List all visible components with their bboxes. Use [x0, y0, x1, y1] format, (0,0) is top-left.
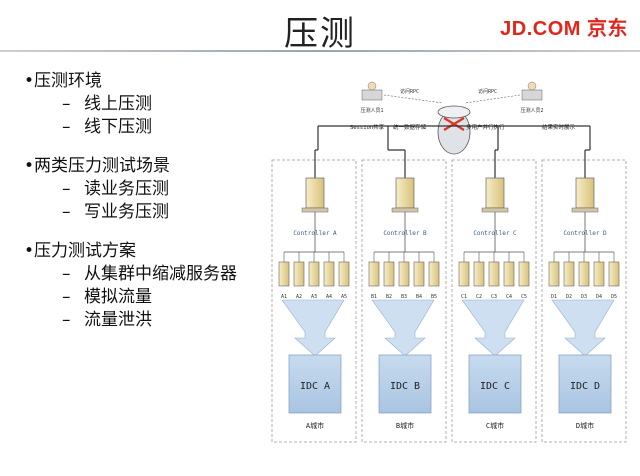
slide-title: 压测 [284, 14, 356, 54]
agent-label: D1 [551, 294, 557, 300]
controller-server-icon [575, 177, 595, 209]
bullet-section: •压测环境 线上压测 线下压测 [24, 70, 274, 139]
idc-label: IDC B [390, 381, 420, 392]
agent-server-icon [278, 261, 290, 287]
agent-label: D3 [581, 294, 587, 300]
agent-server-icon [338, 261, 350, 287]
agent-label: A3 [311, 294, 317, 300]
agent-server-icon [293, 261, 305, 287]
idc-box [288, 354, 342, 414]
controller-server-icon [395, 177, 415, 209]
agent-label: C4 [506, 294, 512, 300]
agent-server-icon [473, 261, 485, 287]
agent-label: A5 [341, 294, 347, 300]
idc-box [558, 354, 612, 414]
flow-arrow [461, 299, 525, 357]
agent-server-icon [428, 261, 440, 287]
bullet-item: 从集群中缩减服务器 [24, 263, 274, 286]
agent-server-icon [368, 261, 380, 287]
bullet-section: •压力测试方案 从集群中缩减服务器 模拟流量 流量泄洪 [24, 240, 274, 332]
agent-server-icon [548, 261, 560, 287]
agent-label: D2 [566, 294, 572, 300]
bus-label: Session共享 [350, 123, 385, 131]
agent-label: B4 [416, 294, 422, 300]
agent-server-icon [593, 261, 605, 287]
controller-server-icon [485, 177, 505, 209]
controller-server-icon [305, 177, 325, 209]
idc-box [468, 354, 522, 414]
controller-server-base [571, 207, 599, 213]
agent-server-icon [398, 261, 410, 287]
agent-label: C1 [461, 294, 467, 300]
agent-label: D5 [611, 294, 617, 300]
agent-label: D4 [596, 294, 602, 300]
idc-label: IDC C [480, 381, 510, 392]
bullet-item: 读业务压测 [24, 178, 274, 201]
user-right-label: 压测人员2 [520, 107, 543, 114]
agent-server-icon [413, 261, 425, 287]
city-label: A城市 [306, 421, 324, 430]
city-label: B城市 [396, 421, 414, 430]
cluster-frame [271, 159, 357, 443]
bullet-heading: •压测环境 [24, 71, 103, 91]
jd-logo: JD.COM 京东 [500, 18, 628, 40]
bus-label: 结果实时展示 [542, 123, 576, 131]
flow-arrow [371, 299, 435, 357]
idc-box [378, 354, 432, 414]
idc-label: IDC D [570, 381, 600, 392]
agent-label: A2 [296, 294, 302, 300]
flow-arrow [551, 299, 615, 357]
agent-server-icon [503, 261, 515, 287]
bullet-item: 线下压测 [24, 116, 274, 139]
bullet-item: 模拟流量 [24, 286, 274, 309]
agent-server-icon [518, 261, 530, 287]
bullet-item: 写业务压测 [24, 201, 274, 224]
link-right-label: 访问RPC [478, 88, 497, 95]
agent-server-icon [383, 261, 395, 287]
agent-server-icon [323, 261, 335, 287]
agent-label: A1 [281, 294, 287, 300]
agent-server-icon [608, 261, 620, 287]
cluster-frame [451, 159, 537, 443]
link-left-label: 访问RPC [400, 88, 419, 95]
bullet-list: •压测环境 线上压测 线下压测 •两类压力测试场景 读业务压测 写业务压测 •压… [24, 70, 274, 348]
cluster-frame [541, 159, 627, 443]
title-divider [0, 50, 640, 52]
bullet-heading: •两类压力测试场景 [24, 156, 171, 176]
cluster-frame [361, 159, 447, 443]
router-hub [437, 105, 471, 155]
bus-label: 统一数据存储 [393, 123, 427, 131]
city-label: C城市 [486, 421, 504, 430]
user-left [361, 81, 383, 101]
agent-server-icon [458, 261, 470, 287]
agent-label: B1 [371, 294, 377, 300]
controller-server-base [391, 207, 419, 213]
agent-label: A4 [326, 294, 332, 300]
city-label: D城市 [576, 421, 594, 430]
agent-server-icon [308, 261, 320, 287]
controller-server-base [301, 207, 329, 213]
controller-server-base [481, 207, 509, 213]
agent-label: C3 [491, 294, 497, 300]
user-left-label: 压测人员1 [360, 107, 383, 114]
agent-label: C5 [521, 294, 527, 300]
agent-label: B2 [386, 294, 392, 300]
agent-server-icon [488, 261, 500, 287]
bullet-item: 流量泄洪 [24, 309, 274, 332]
bullet-heading: •压力测试方案 [24, 241, 137, 261]
agent-label: B3 [401, 294, 407, 300]
bus-label: 多用户并行执行 [466, 123, 505, 131]
agent-server-icon [563, 261, 575, 287]
agent-server-icon [578, 261, 590, 287]
bullet-section: •两类压力测试场景 读业务压测 写业务压测 [24, 155, 274, 224]
idc-label: IDC A [300, 381, 330, 392]
bullet-item: 线上压测 [24, 93, 274, 116]
user-right [521, 81, 543, 101]
agent-label: C2 [476, 294, 482, 300]
agent-label: B5 [431, 294, 437, 300]
flow-arrow [281, 299, 345, 357]
